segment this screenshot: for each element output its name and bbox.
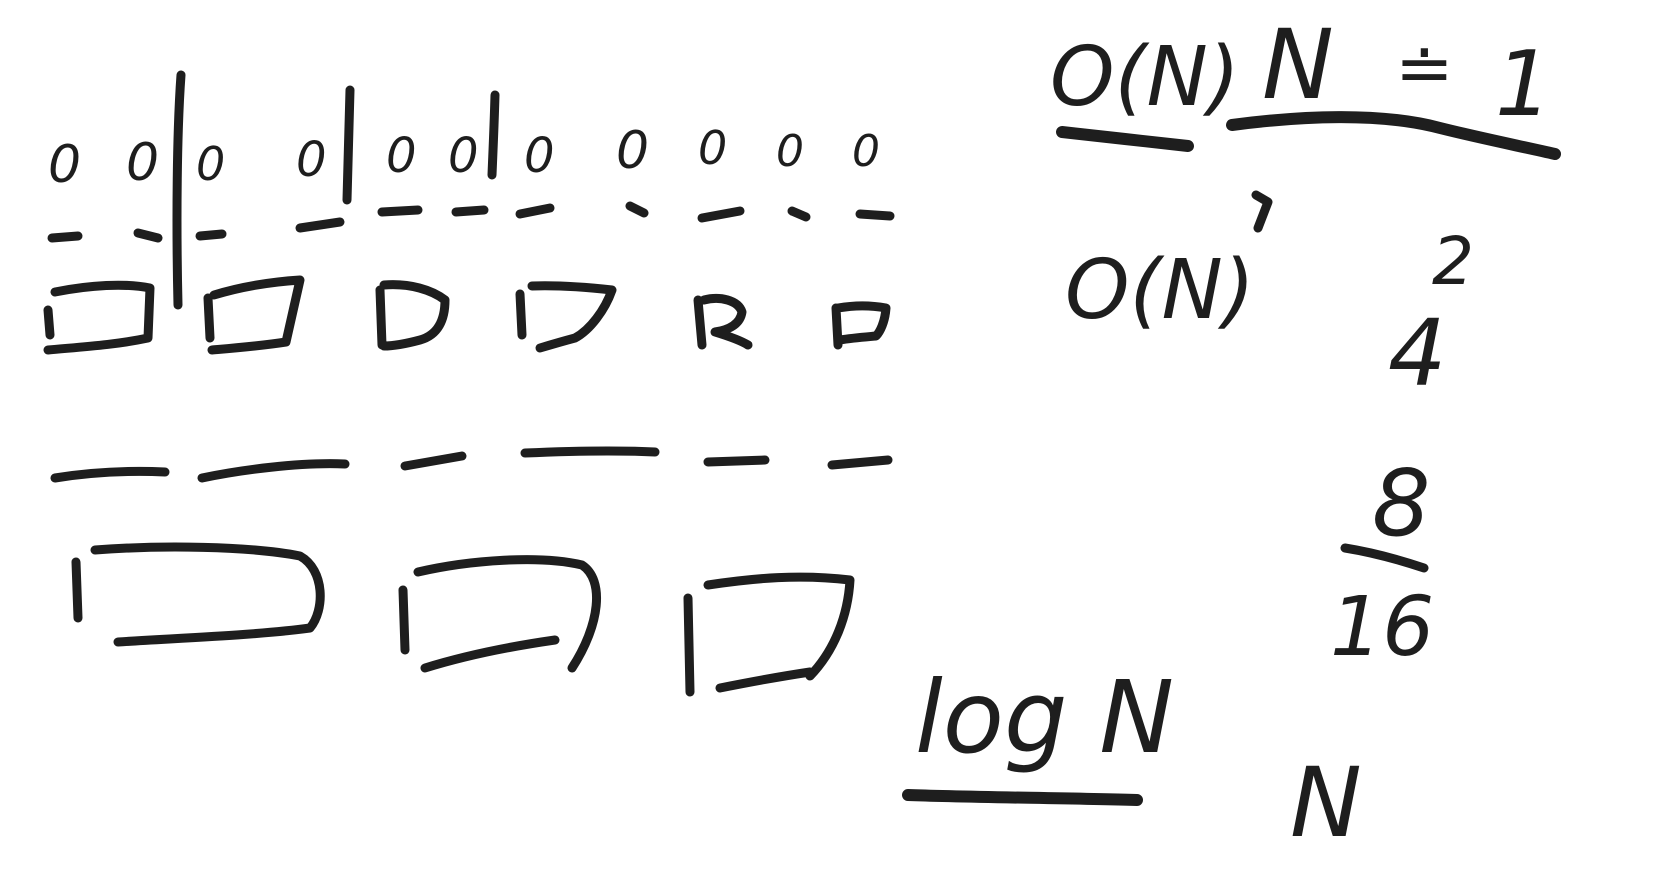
dash [295, 217, 345, 233]
one-digit: 1 [1495, 32, 1552, 137]
dash [47, 231, 83, 243]
dash [855, 209, 895, 221]
dash [197, 459, 350, 483]
dash [515, 203, 555, 219]
log-n-text: log N [915, 659, 1174, 776]
dash [787, 206, 811, 222]
bit-digit: 0 [48, 135, 81, 195]
bit-digit: 0 [852, 126, 880, 177]
approx-sign: ≐ [1395, 27, 1454, 109]
number-eight: 8 [1372, 450, 1431, 557]
dash [50, 466, 170, 483]
underline [1056, 126, 1194, 152]
bit-digit: 0 [524, 128, 555, 184]
bit-row: 0 0 0 0 0 0 0 0 0 0 0 [48, 70, 880, 310]
bit-digit: 0 [698, 121, 727, 175]
divider-line [487, 90, 500, 180]
n-label: N [1262, 9, 1334, 121]
large-box [71, 542, 325, 647]
number-two: 2 [1432, 223, 1474, 300]
bottom-n: N [1290, 747, 1362, 859]
dash [703, 455, 770, 467]
dash [451, 205, 489, 217]
large-box [398, 555, 602, 673]
complexity-second-text: O(N) [1065, 243, 1255, 338]
dash [520, 446, 660, 458]
small-box [203, 275, 305, 355]
dash [195, 229, 227, 241]
small-box [515, 281, 617, 353]
underline [1226, 111, 1561, 160]
dash [377, 205, 423, 217]
dash-row [47, 201, 895, 243]
small-box [693, 294, 753, 350]
bit-digit: 0 [386, 128, 417, 184]
dash [400, 451, 467, 471]
small-box [831, 301, 891, 350]
complexity-header: O(N) N ≐ 1 [1050, 9, 1561, 160]
divider-line [172, 70, 186, 310]
dash [827, 455, 893, 470]
box-row-small [43, 275, 891, 355]
number-four: 4 [1388, 300, 1447, 407]
large-box [683, 572, 855, 697]
dash [697, 206, 745, 223]
small-box [43, 280, 155, 355]
bit-digit: 0 [196, 137, 225, 191]
divider-line [342, 85, 355, 205]
dash-row [50, 446, 893, 483]
log-n-note: log N [902, 659, 1174, 806]
dash [133, 228, 163, 243]
bit-digit: 0 [776, 126, 804, 177]
dash [625, 201, 649, 218]
bit-digit: 0 [616, 121, 649, 181]
bit-digit: 0 [448, 128, 479, 184]
box-row-large [71, 542, 855, 697]
underline [902, 789, 1143, 806]
tick-mark [1251, 190, 1273, 233]
complexity-top-text: O(N) [1050, 30, 1240, 125]
sequence-column: 2 4 8 16 N [1290, 223, 1474, 859]
small-box [375, 280, 450, 351]
number-sixteen: 16 [1330, 580, 1434, 675]
bit-digit: 0 [296, 132, 327, 188]
fraction-bar [1340, 543, 1429, 573]
bit-digit: 0 [126, 133, 159, 193]
